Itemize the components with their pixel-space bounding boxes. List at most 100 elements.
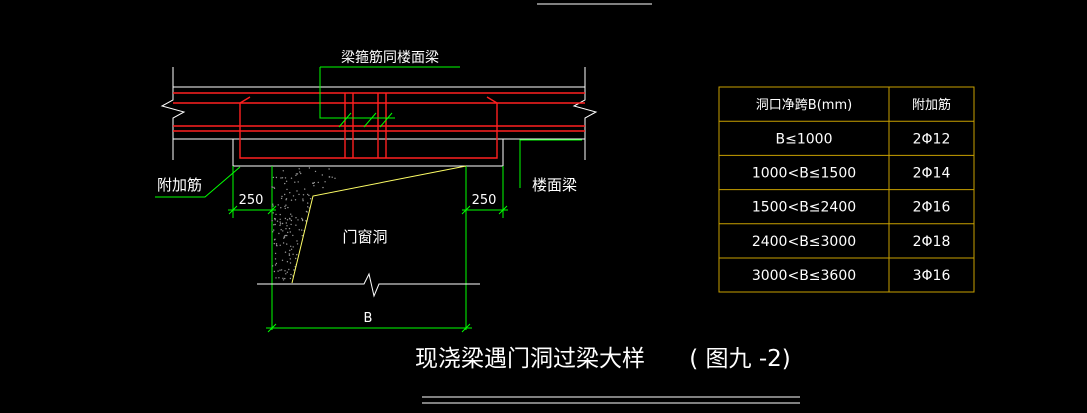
hatch-dot — [274, 218, 276, 220]
hatch-dot — [279, 221, 281, 223]
hatch-dot — [296, 240, 298, 242]
hatch-dot — [292, 253, 294, 255]
hatch-dot — [300, 172, 302, 175]
table-cell: 3000<B≤3600 — [752, 268, 856, 284]
hatch-dot — [294, 181, 296, 183]
hatch-dot — [290, 213, 292, 215]
table-header-cell: 附加筋 — [912, 97, 951, 113]
hatch-dot — [279, 223, 282, 225]
table-cell: 1000<B≤1500 — [752, 166, 856, 182]
slope-line — [291, 165, 467, 284]
hatch-dot — [271, 220, 273, 222]
hatch-dot — [293, 269, 295, 271]
hatch-dot — [324, 181, 326, 183]
hatch-dot — [297, 219, 299, 221]
hatch-dot — [299, 171, 301, 173]
hatch-dot — [290, 273, 292, 276]
hatch-dot — [289, 258, 291, 260]
hatch-dot — [273, 224, 275, 226]
hatch-dot — [275, 277, 277, 279]
hatch-dot — [292, 246, 294, 248]
hatch-dot — [284, 217, 287, 220]
hatch-dot — [278, 277, 280, 279]
hatch-dot — [279, 218, 281, 220]
hatch-dot — [276, 220, 279, 222]
hatch-dot — [296, 254, 298, 256]
hatch-dot — [290, 177, 293, 179]
hatch-dot — [289, 262, 292, 264]
hatch-dot — [307, 202, 309, 204]
hatch-dot — [290, 199, 293, 201]
table-cell: 2400<B≤3000 — [752, 234, 856, 250]
figure-ref: ( 图九 -2) — [689, 346, 791, 372]
dim-right-label: 250 — [472, 193, 497, 208]
dim-left-label: 250 — [239, 193, 264, 208]
hatch-dot — [322, 186, 324, 189]
hatch-dot — [286, 219, 289, 221]
hatch-dot — [280, 269, 283, 271]
hatch-dot — [298, 193, 300, 196]
hatch-dot — [282, 277, 284, 279]
hatch-dot — [314, 170, 317, 173]
dim-bottom-label: B — [364, 311, 373, 326]
hatch-dot — [334, 177, 336, 179]
hatch-dot — [289, 277, 292, 280]
hatch-dot — [286, 261, 289, 263]
hatch-dot — [272, 203, 274, 205]
hatch-dot — [285, 180, 288, 182]
hatch-dot — [301, 217, 303, 220]
hatch-dot — [295, 224, 297, 226]
table-cell: 2Φ16 — [913, 200, 951, 216]
hatch-dot — [281, 259, 284, 261]
hatch-dot — [285, 222, 287, 224]
hatch-dot — [331, 176, 333, 178]
hatch-dot — [272, 205, 274, 207]
hatch-dot — [285, 228, 287, 230]
hatch-dot — [274, 258, 277, 260]
hatch-dot — [290, 245, 292, 247]
hatch-dot — [282, 279, 285, 281]
hatch-dot — [301, 219, 304, 221]
hatch-dot — [296, 243, 299, 245]
hatch-dot — [285, 204, 287, 206]
hatch-dot — [286, 271, 288, 273]
hatch-dot — [298, 168, 300, 170]
hatch-dot — [313, 181, 315, 184]
hatch-dot — [286, 188, 288, 191]
hatch-dot — [284, 177, 287, 179]
hatch-dot — [276, 245, 278, 247]
hatch-dot — [288, 227, 291, 230]
hatch-dot — [273, 270, 276, 273]
hatch-dot — [272, 231, 274, 233]
hatch-dot — [287, 231, 289, 234]
hatch-dot — [308, 167, 311, 169]
hatch-dot — [289, 192, 291, 194]
dimension-lines — [155, 66, 582, 333]
hatch-dot — [297, 181, 299, 183]
hatch-dot — [277, 204, 279, 206]
hatch-dot — [284, 182, 286, 185]
hatch-dot — [296, 190, 298, 192]
hatch-dot — [283, 237, 285, 239]
table-header-cell: 洞口净跨B(mm) — [756, 98, 852, 113]
hatch-dot — [296, 173, 299, 175]
hatch-dot — [281, 195, 283, 198]
hatch-dot — [302, 200, 304, 202]
hatch-dot — [275, 243, 278, 245]
hatch-dot — [289, 231, 291, 233]
hatch-dot — [279, 244, 281, 246]
hatch-dot — [290, 219, 293, 222]
hatch-dot — [321, 174, 323, 176]
table-cell: 3Φ16 — [913, 268, 951, 284]
ground-line — [257, 272, 480, 298]
hatch-dot — [292, 195, 295, 197]
hatch-dot — [284, 251, 287, 253]
hatch-dot — [308, 194, 310, 197]
table-cell: 2Φ18 — [913, 234, 951, 250]
hatch-dot — [279, 269, 281, 271]
table-cell: 2Φ12 — [913, 131, 951, 147]
hatch-dot — [317, 181, 319, 184]
hatch-dot — [289, 249, 291, 252]
hatch-dot — [274, 238, 276, 240]
